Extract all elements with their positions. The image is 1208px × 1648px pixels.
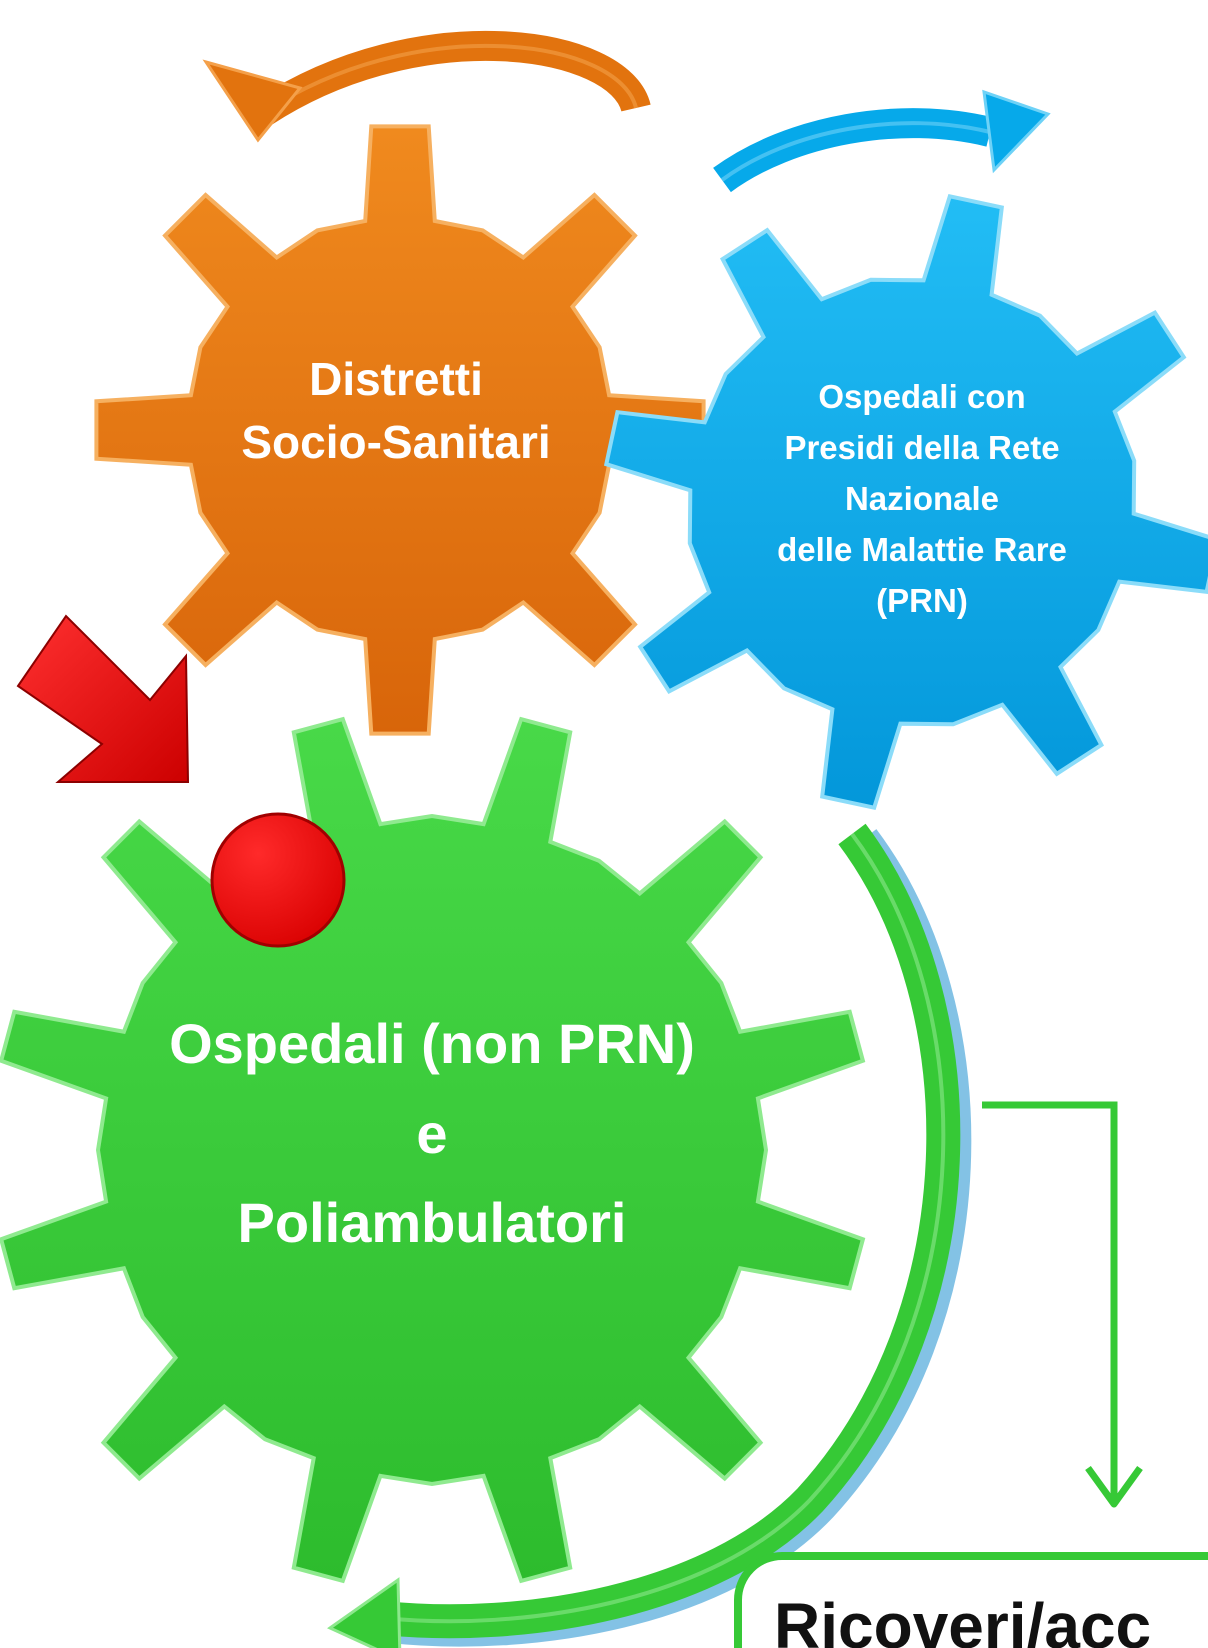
bottom-box: Ricoveri/acc [734,1552,1208,1648]
blue-gear-label-line3: Nazionale [845,480,999,517]
green-gear-label-line1: Ospedali (non PRN) [169,1012,695,1075]
orange-gear-label-line1: Distretti [309,353,483,405]
blue-cycle-arrow [713,89,1051,193]
bottom-box-frame [734,1552,1208,1648]
blue-gear-label-line1: Ospedali con [818,378,1025,415]
blue-gear-label-line2: Presidi della Rete [784,429,1059,466]
green-gear-label-line2: e [416,1102,447,1165]
green-gear-label-line3: Poliambulatori [238,1191,627,1254]
orange-cycle-arrow [202,30,651,143]
orange-gear-label-line2: Socio-Sanitari [241,416,550,468]
blue-gear: Ospedali con Presidi della Rete Nazional… [603,193,1208,811]
orange-gear: Distretti Socio-Sanitari [94,124,706,736]
bottom-box-label: Ricoveri/acc [774,1590,1151,1648]
green-cycle-arrow [327,823,972,1648]
green-gear: Ospedali (non PRN) e Poliambulatori [0,716,866,1584]
red-dot-marker [210,812,346,948]
blue-gear-label-line5: (PRN) [876,582,968,619]
red-pointer-arrow [16,614,190,783]
blue-gear-label-line4: delle Malattie Rare [777,531,1067,568]
green-connector-arrow [982,1101,1143,1508]
